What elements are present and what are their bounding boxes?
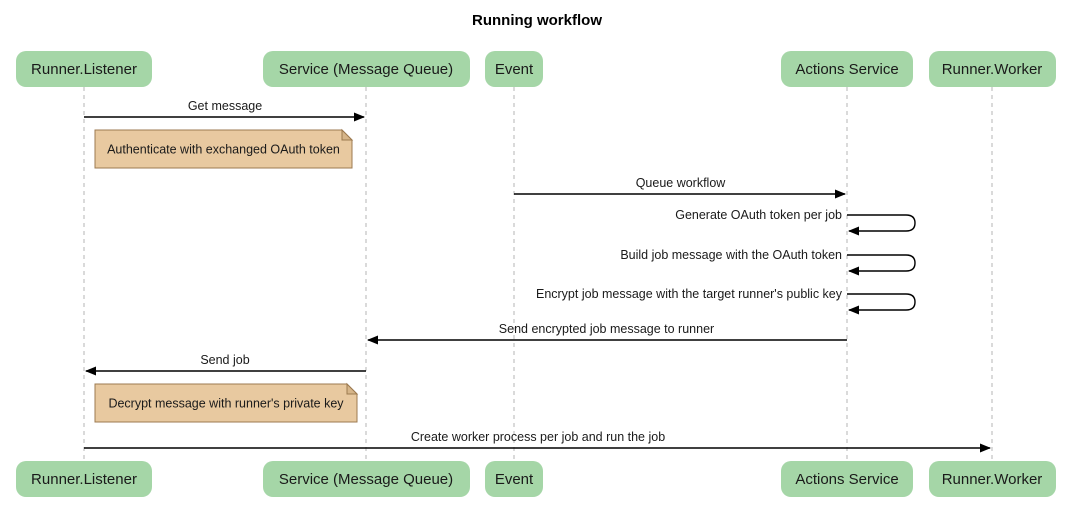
participant-label: Runner.Worker [942, 471, 1043, 488]
participant-label: Service (Message Queue) [279, 471, 453, 488]
participant-box [929, 51, 1056, 87]
message-label: Create worker process per job and run th… [411, 430, 665, 444]
message-m2[interactable]: Queue workflow [514, 176, 846, 199]
message-label: Send job [200, 353, 249, 367]
participant-service_mq-bottom[interactable]: Service (Message Queue) [263, 461, 470, 497]
message-m1[interactable]: Get message [84, 99, 365, 122]
message-label: Encrypt job message with the target runn… [536, 287, 843, 301]
participant-box [781, 461, 913, 497]
actors-bottom-group: Runner.Listener Service (Message Queue) Ev… [16, 461, 1056, 497]
participant-label: Actions Service [795, 471, 898, 488]
message-m6[interactable]: Send encrypted job message to runner [367, 322, 847, 345]
message-m4[interactable]: Build job message with the OAuth token [620, 248, 916, 276]
participant-box [16, 461, 152, 497]
participant-runner_listener-top[interactable]: Runner.Listener [16, 51, 152, 87]
self-loop-path [847, 214, 916, 236]
note-label: Authenticate with exchanged OAuth token [107, 142, 340, 156]
self-loop-path [847, 293, 916, 315]
participant-actions_service-top[interactable]: Actions Service [781, 51, 913, 87]
note-fold-corner-icon [341, 128, 354, 141]
participant-runner_listener-bottom[interactable]: Runner.Listener [16, 461, 152, 497]
participant-label: Event [495, 61, 534, 78]
diagram-title: Running workflow [472, 12, 602, 29]
note-body [94, 129, 353, 169]
note-body [94, 383, 358, 423]
participant-label: Runner.Worker [942, 61, 1043, 78]
participant-box [16, 51, 152, 87]
message-label: Generate OAuth token per job [675, 208, 842, 222]
note-label: Decrypt message with runner's private ke… [108, 396, 344, 410]
participant-box [263, 51, 470, 87]
participant-label: Event [495, 471, 534, 488]
participant-label: Runner.Listener [31, 471, 137, 488]
self-loop-path [847, 254, 916, 276]
message-label: Get message [188, 99, 262, 113]
lifelines-group [83, 87, 993, 461]
message-m3[interactable]: Generate OAuth token per job [675, 208, 916, 236]
participant-box [263, 461, 470, 497]
message-label: Queue workflow [636, 176, 727, 190]
message-m5[interactable]: Encrypt job message with the target runn… [536, 287, 916, 315]
participant-label: Actions Service [795, 61, 898, 78]
message-m7[interactable]: Send job [85, 353, 366, 376]
participant-box [485, 51, 543, 87]
participant-event-top[interactable]: Event [485, 51, 543, 87]
participant-box [929, 461, 1056, 497]
participant-box [781, 51, 913, 87]
participant-runner_worker-bottom[interactable]: Runner.Worker [929, 461, 1056, 497]
participant-label: Service (Message Queue) [279, 61, 453, 78]
participant-service_mq-top[interactable]: Service (Message Queue) [263, 51, 470, 87]
notes-group: Authenticate with exchanged OAuth tokenD… [94, 128, 359, 423]
participant-actions_service-bottom[interactable]: Actions Service [781, 461, 913, 497]
participant-label: Runner.Listener [31, 61, 137, 78]
participant-box [485, 461, 543, 497]
actors-top-group: Runner.Listener Service (Message Queue) Ev… [16, 51, 1056, 87]
note-n1[interactable]: Authenticate with exchanged OAuth token [94, 128, 354, 169]
message-m8[interactable]: Create worker process per job and run th… [84, 430, 991, 453]
note-n2[interactable]: Decrypt message with runner's private ke… [94, 382, 359, 423]
message-label: Build job message with the OAuth token [620, 248, 842, 262]
message-label: Send encrypted job message to runner [499, 322, 714, 336]
participant-event-bottom[interactable]: Event [485, 461, 543, 497]
participant-runner_worker-top[interactable]: Runner.Worker [929, 51, 1056, 87]
note-fold-corner-icon [346, 382, 359, 395]
